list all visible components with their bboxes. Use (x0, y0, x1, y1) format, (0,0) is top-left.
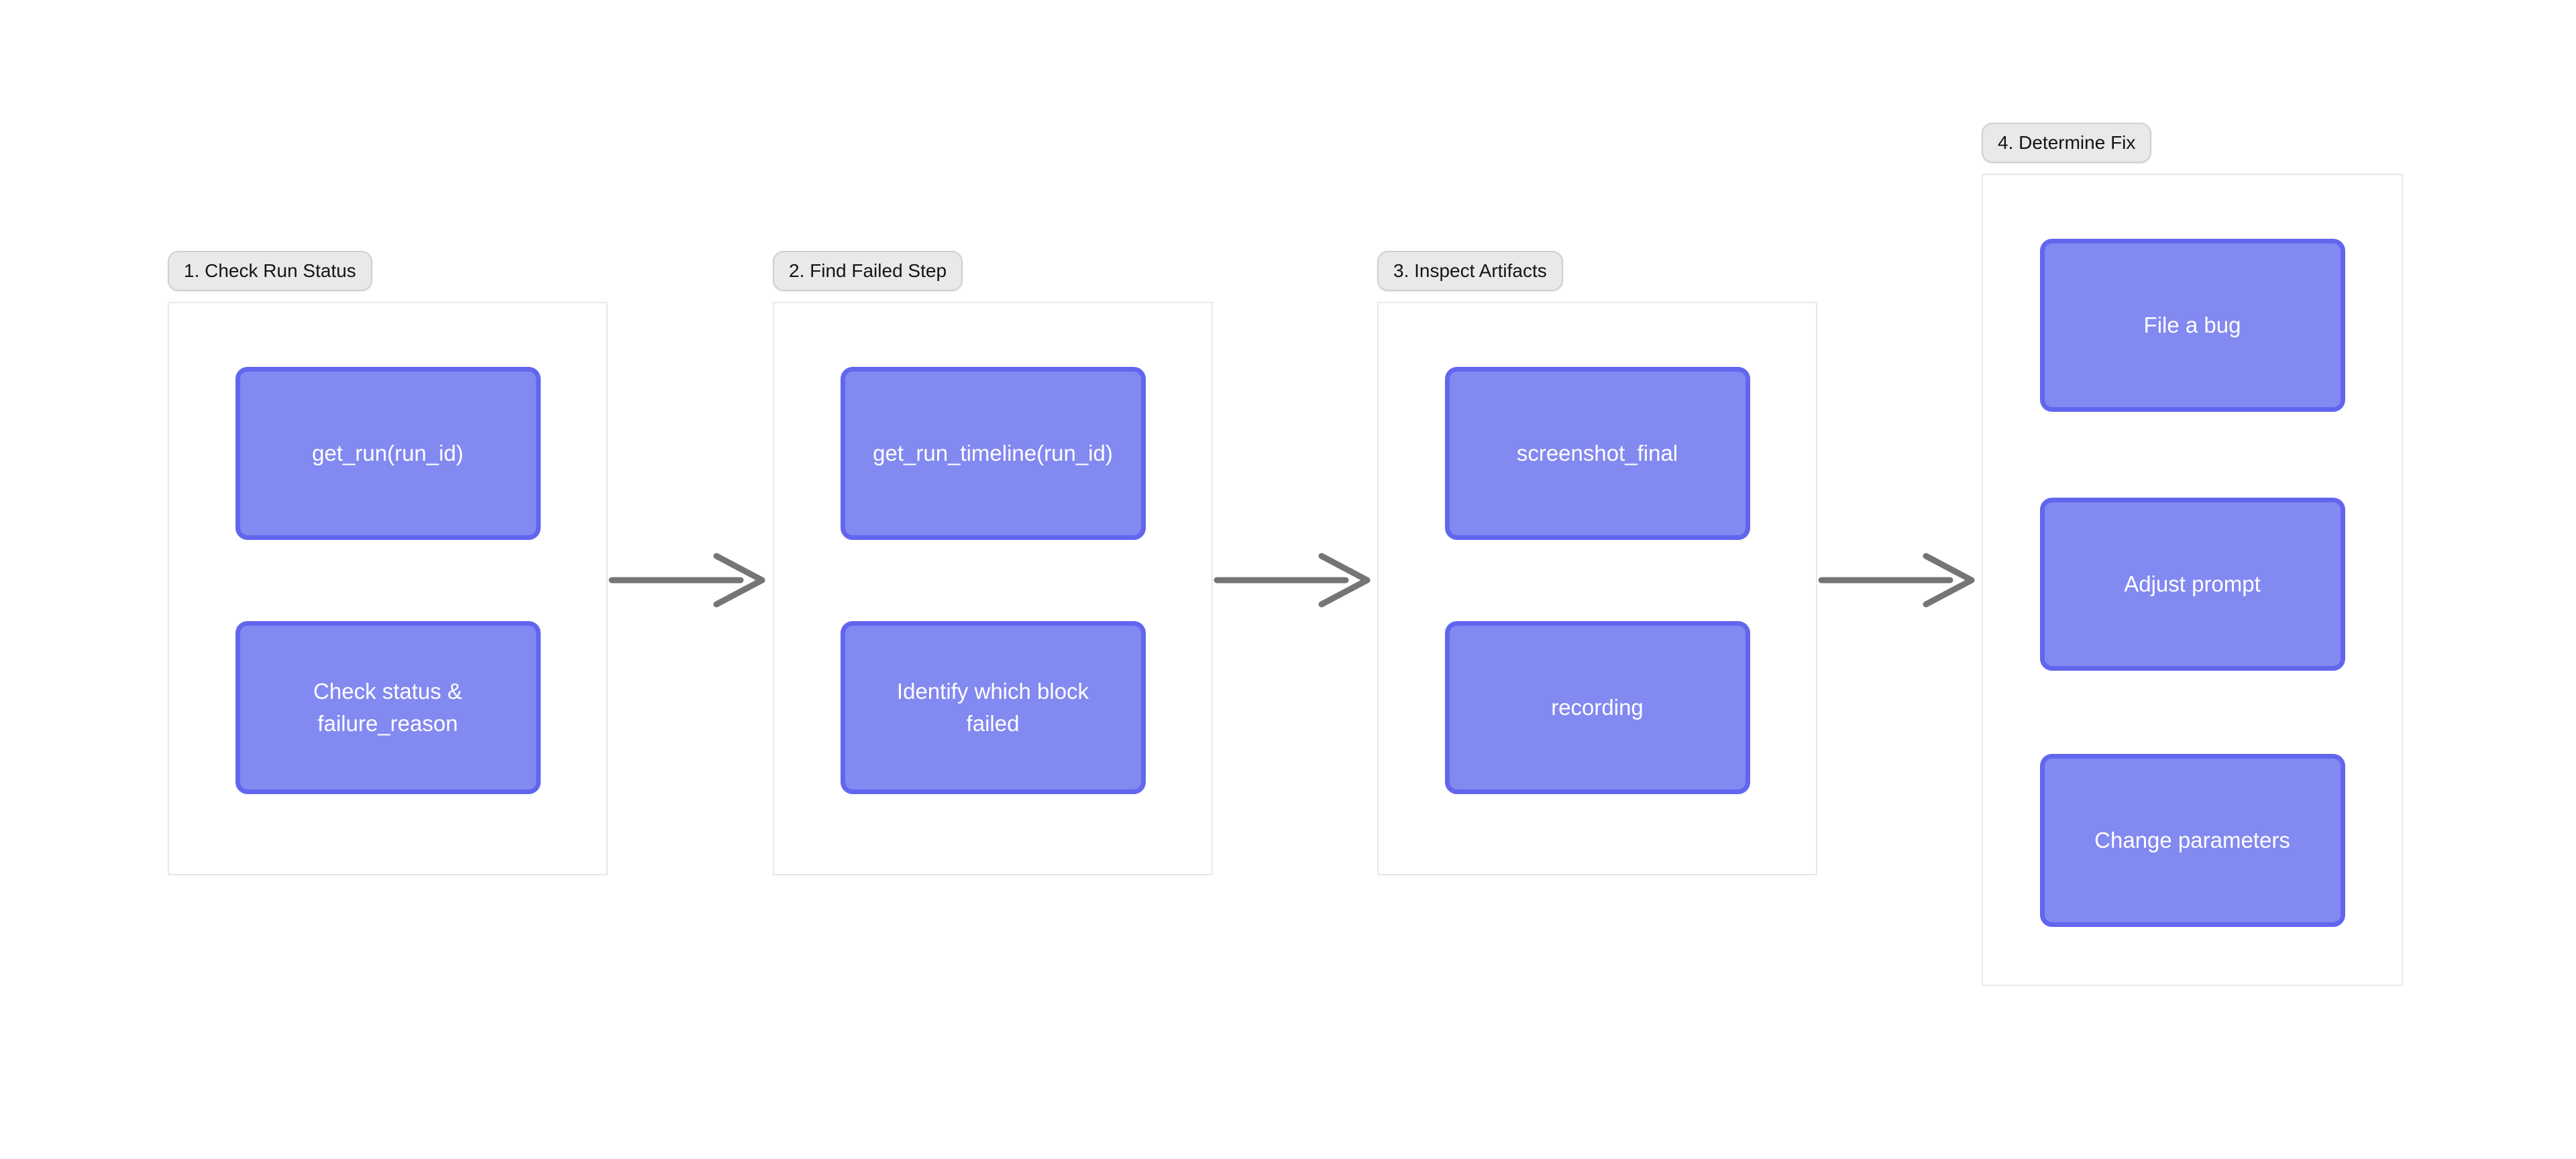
node-label: get_run(run_id) (312, 441, 464, 466)
node-change-parameters[interactable]: Change parameters (2039, 754, 2345, 927)
node-recording[interactable]: recording (1444, 621, 1750, 794)
node-get-run[interactable]: get_run(run_id) (235, 367, 541, 540)
group-find-failed-step: 2. Find Failed Step get_run_timeline(run… (773, 251, 1213, 875)
node-label: Change parameters (2094, 828, 2290, 853)
group-panel-check-run-status[interactable]: get_run(run_id) Check status & failure_r… (168, 302, 608, 875)
group-check-run-status: 1. Check Run Status get_run(run_id) Chec… (168, 251, 608, 875)
node-label: screenshot_final (1516, 441, 1678, 466)
node-label: recording (1551, 695, 1644, 720)
node-identify-failed-block[interactable]: Identify which block failed (840, 621, 1146, 794)
node-label: Identify which block failed (896, 679, 1089, 736)
node-label: File a bug (2143, 313, 2241, 338)
group-panel-inspect-artifacts[interactable]: screenshot_final recording (1377, 302, 1817, 875)
flow-arrow-1-to-2 (608, 553, 765, 608)
node-check-status-failure-reason[interactable]: Check status & failure_reason (235, 621, 541, 794)
flow-arrow-2-to-3 (1214, 553, 1371, 608)
node-label: Adjust prompt (2124, 571, 2261, 597)
node-screenshot-final[interactable]: screenshot_final (1444, 367, 1750, 540)
node-file-a-bug[interactable]: File a bug (2039, 239, 2345, 412)
group-label-find-failed-step: 2. Find Failed Step (773, 251, 963, 291)
flow-arrow-3-to-4 (1818, 553, 1975, 608)
group-panel-determine-fix[interactable]: File a bug Adjust prompt Change paramete… (1982, 174, 2403, 986)
group-panel-find-failed-step[interactable]: get_run_timeline(run_id) Identify which … (773, 302, 1213, 875)
node-label: get_run_timeline(run_id) (873, 441, 1113, 466)
group-label-determine-fix: 4. Determine Fix (1982, 123, 2152, 163)
group-label-check-run-status: 1. Check Run Status (168, 251, 372, 291)
node-label: Check status & failure_reason (313, 679, 462, 736)
group-determine-fix: 4. Determine Fix File a bug Adjust promp… (1982, 123, 2403, 986)
group-inspect-artifacts: 3. Inspect Artifacts screenshot_final re… (1377, 251, 1817, 875)
node-get-run-timeline[interactable]: get_run_timeline(run_id) (840, 367, 1146, 540)
node-adjust-prompt[interactable]: Adjust prompt (2039, 498, 2345, 671)
group-label-inspect-artifacts: 3. Inspect Artifacts (1377, 251, 1563, 291)
